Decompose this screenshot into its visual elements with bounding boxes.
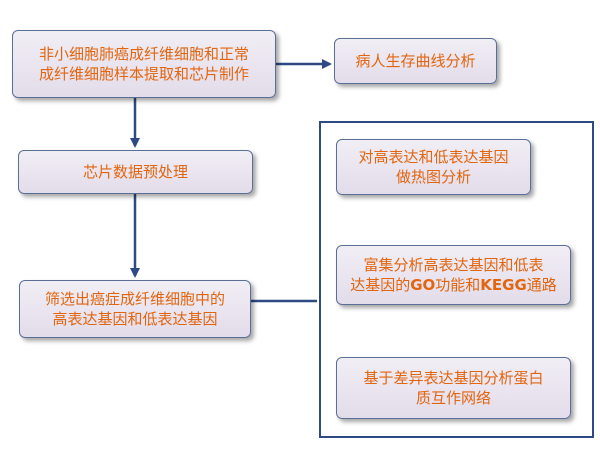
node-heatmap-analysis-line1: 对高表达和低表达基因 <box>358 148 509 166</box>
enrichment-text-e: 通路 <box>526 276 557 294</box>
node-enrichment-analysis-line2: 达基因的GO功能和KEGG通路 <box>350 275 557 295</box>
node-survival-analysis-label: 病人生存曲线分析 <box>355 52 476 70</box>
node-sample-extraction-line2: 成纤维细胞样本提取和芯片制作 <box>38 65 249 83</box>
node-preprocessing-label: 芯片数据预处理 <box>82 163 188 181</box>
node-gene-screening: 筛选出癌症成纤维细胞中的 高表达基因和低表达基因 <box>19 280 251 338</box>
node-ppi-network-line2: 质互作网络 <box>415 389 491 407</box>
node-heatmap-analysis-line2: 做热图分析 <box>395 168 471 186</box>
node-enrichment-analysis-line1: 富集分析高表达基因和低表 <box>363 256 544 274</box>
enrichment-text-go: GO <box>410 276 436 294</box>
node-ppi-network: 基于差异表达基因分析蛋白 质互作网络 <box>336 357 571 419</box>
node-preprocessing: 芯片数据预处理 <box>18 150 253 194</box>
node-heatmap-analysis: 对高表达和低表达基因 做热图分析 <box>336 139 531 195</box>
enrichment-text-c: 功能和 <box>435 276 481 294</box>
node-enrichment-analysis: 富集分析高表达基因和低表 达基因的GO功能和KEGG通路 <box>336 245 571 305</box>
node-sample-extraction: 非小细胞肺癌成纤维细胞和正常 成纤维细胞样本提取和芯片制作 <box>12 30 276 98</box>
node-ppi-network-line1: 基于差异表达基因分析蛋白 <box>363 369 544 387</box>
analysis-group-frame <box>319 121 594 438</box>
node-sample-extraction-line1: 非小细胞肺癌成纤维细胞和正常 <box>38 45 249 63</box>
enrichment-text-kegg: KEGG <box>480 276 527 294</box>
node-survival-analysis: 病人生存曲线分析 <box>334 38 497 84</box>
enrichment-text-a: 达基因的 <box>350 276 411 294</box>
node-gene-screening-line1: 筛选出癌症成纤维细胞中的 <box>44 290 225 308</box>
node-gene-screening-line2: 高表达基因和低表达基因 <box>52 310 218 328</box>
